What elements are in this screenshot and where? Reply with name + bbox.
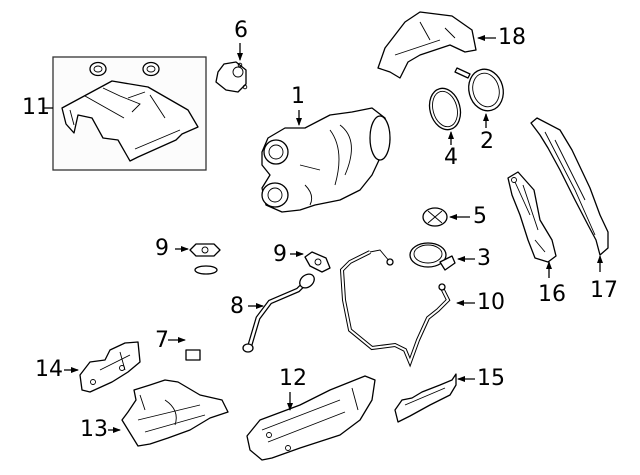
part-15-heat-shield[interactable] xyxy=(394,373,475,423)
part-7-pipe[interactable] xyxy=(168,265,218,361)
callout-12: 12 xyxy=(279,366,307,391)
part-3-clamp[interactable] xyxy=(409,242,475,271)
callout-2: 2 xyxy=(480,129,494,154)
part-9-gasket-left[interactable] xyxy=(175,243,221,257)
callout-6: 6 xyxy=(234,18,248,43)
part-10-coolant-line[interactable] xyxy=(339,249,475,368)
callout-4: 4 xyxy=(444,145,458,170)
part-9-gasket-right[interactable] xyxy=(290,251,331,273)
part-16-bracket[interactable] xyxy=(507,171,557,278)
part-18-heat-shield[interactable] xyxy=(377,11,496,79)
callout-14: 14 xyxy=(35,357,63,382)
callout-16: 16 xyxy=(538,282,566,307)
part-5-gasket[interactable] xyxy=(422,207,470,227)
callout-11: 11 xyxy=(22,95,50,120)
part-1-turbocharger[interactable] xyxy=(261,107,391,213)
callout-15: 15 xyxy=(477,366,505,391)
part-14-heat-shield[interactable] xyxy=(64,341,141,393)
part-13-heat-shield[interactable] xyxy=(108,379,229,447)
part-17-bracket[interactable] xyxy=(530,117,609,272)
callout-5: 5 xyxy=(473,204,487,229)
callout-1: 1 xyxy=(291,84,305,109)
callout-3: 3 xyxy=(477,246,491,271)
callout-9-right: 9 xyxy=(273,242,287,267)
part-4-gasket-ring[interactable] xyxy=(425,85,465,145)
callout-10: 10 xyxy=(477,290,505,315)
part-2-clamp[interactable] xyxy=(454,65,508,128)
callout-18: 18 xyxy=(498,25,526,50)
part-12-heat-shield[interactable] xyxy=(246,375,376,461)
callout-13: 13 xyxy=(80,417,108,442)
callout-9-left: 9 xyxy=(155,236,169,261)
part-11-heat-shield-kit[interactable] xyxy=(43,56,207,171)
part-8-pipe[interactable] xyxy=(242,271,317,353)
callout-17: 17 xyxy=(590,278,618,303)
part-6-actuator[interactable] xyxy=(215,43,248,93)
callout-8: 8 xyxy=(230,294,244,319)
callout-7: 7 xyxy=(155,328,169,353)
